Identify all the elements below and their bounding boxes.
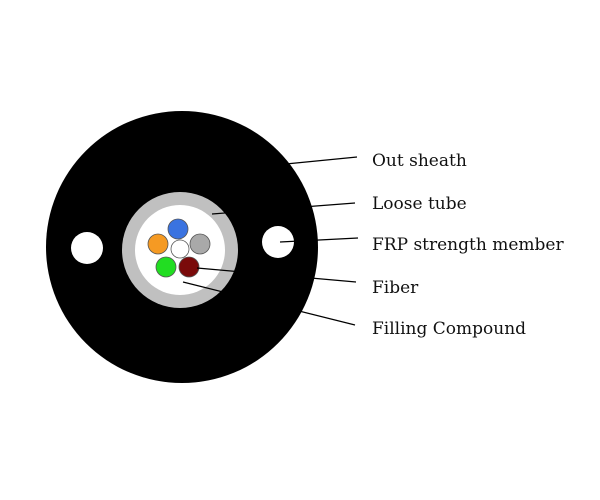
fiber-orange: [147, 233, 169, 255]
leader-loose-tube: [211, 202, 356, 215]
labels: Out sheath Loose tube FRP strength membe…: [372, 151, 564, 339]
label-loose-tube: Loose tube: [372, 194, 467, 214]
fiber-brown: [178, 256, 200, 278]
fiber-center: [170, 239, 190, 259]
fiber-grey: [189, 233, 211, 255]
fiber-bundle: [147, 218, 211, 278]
leader-fiber: [196, 267, 357, 283]
leader-filling-compound: [182, 281, 356, 326]
fiber-blue: [167, 218, 189, 240]
leader-lines: [182, 156, 359, 326]
cable-cross-section: [46, 111, 318, 383]
label-fiber: Fiber: [372, 278, 419, 298]
frp-strength-member-right: [262, 226, 294, 258]
label-out-sheath: Out sheath: [372, 151, 467, 171]
frp-strength-member-left: [71, 232, 103, 264]
fiber-green: [155, 256, 177, 278]
leader-out-sheath: [244, 156, 358, 169]
leader-frp-strength-member: [279, 237, 359, 243]
label-frp-strength-member: FRP strength member: [372, 235, 564, 255]
label-filling-compound: Filling Compound: [372, 319, 526, 339]
